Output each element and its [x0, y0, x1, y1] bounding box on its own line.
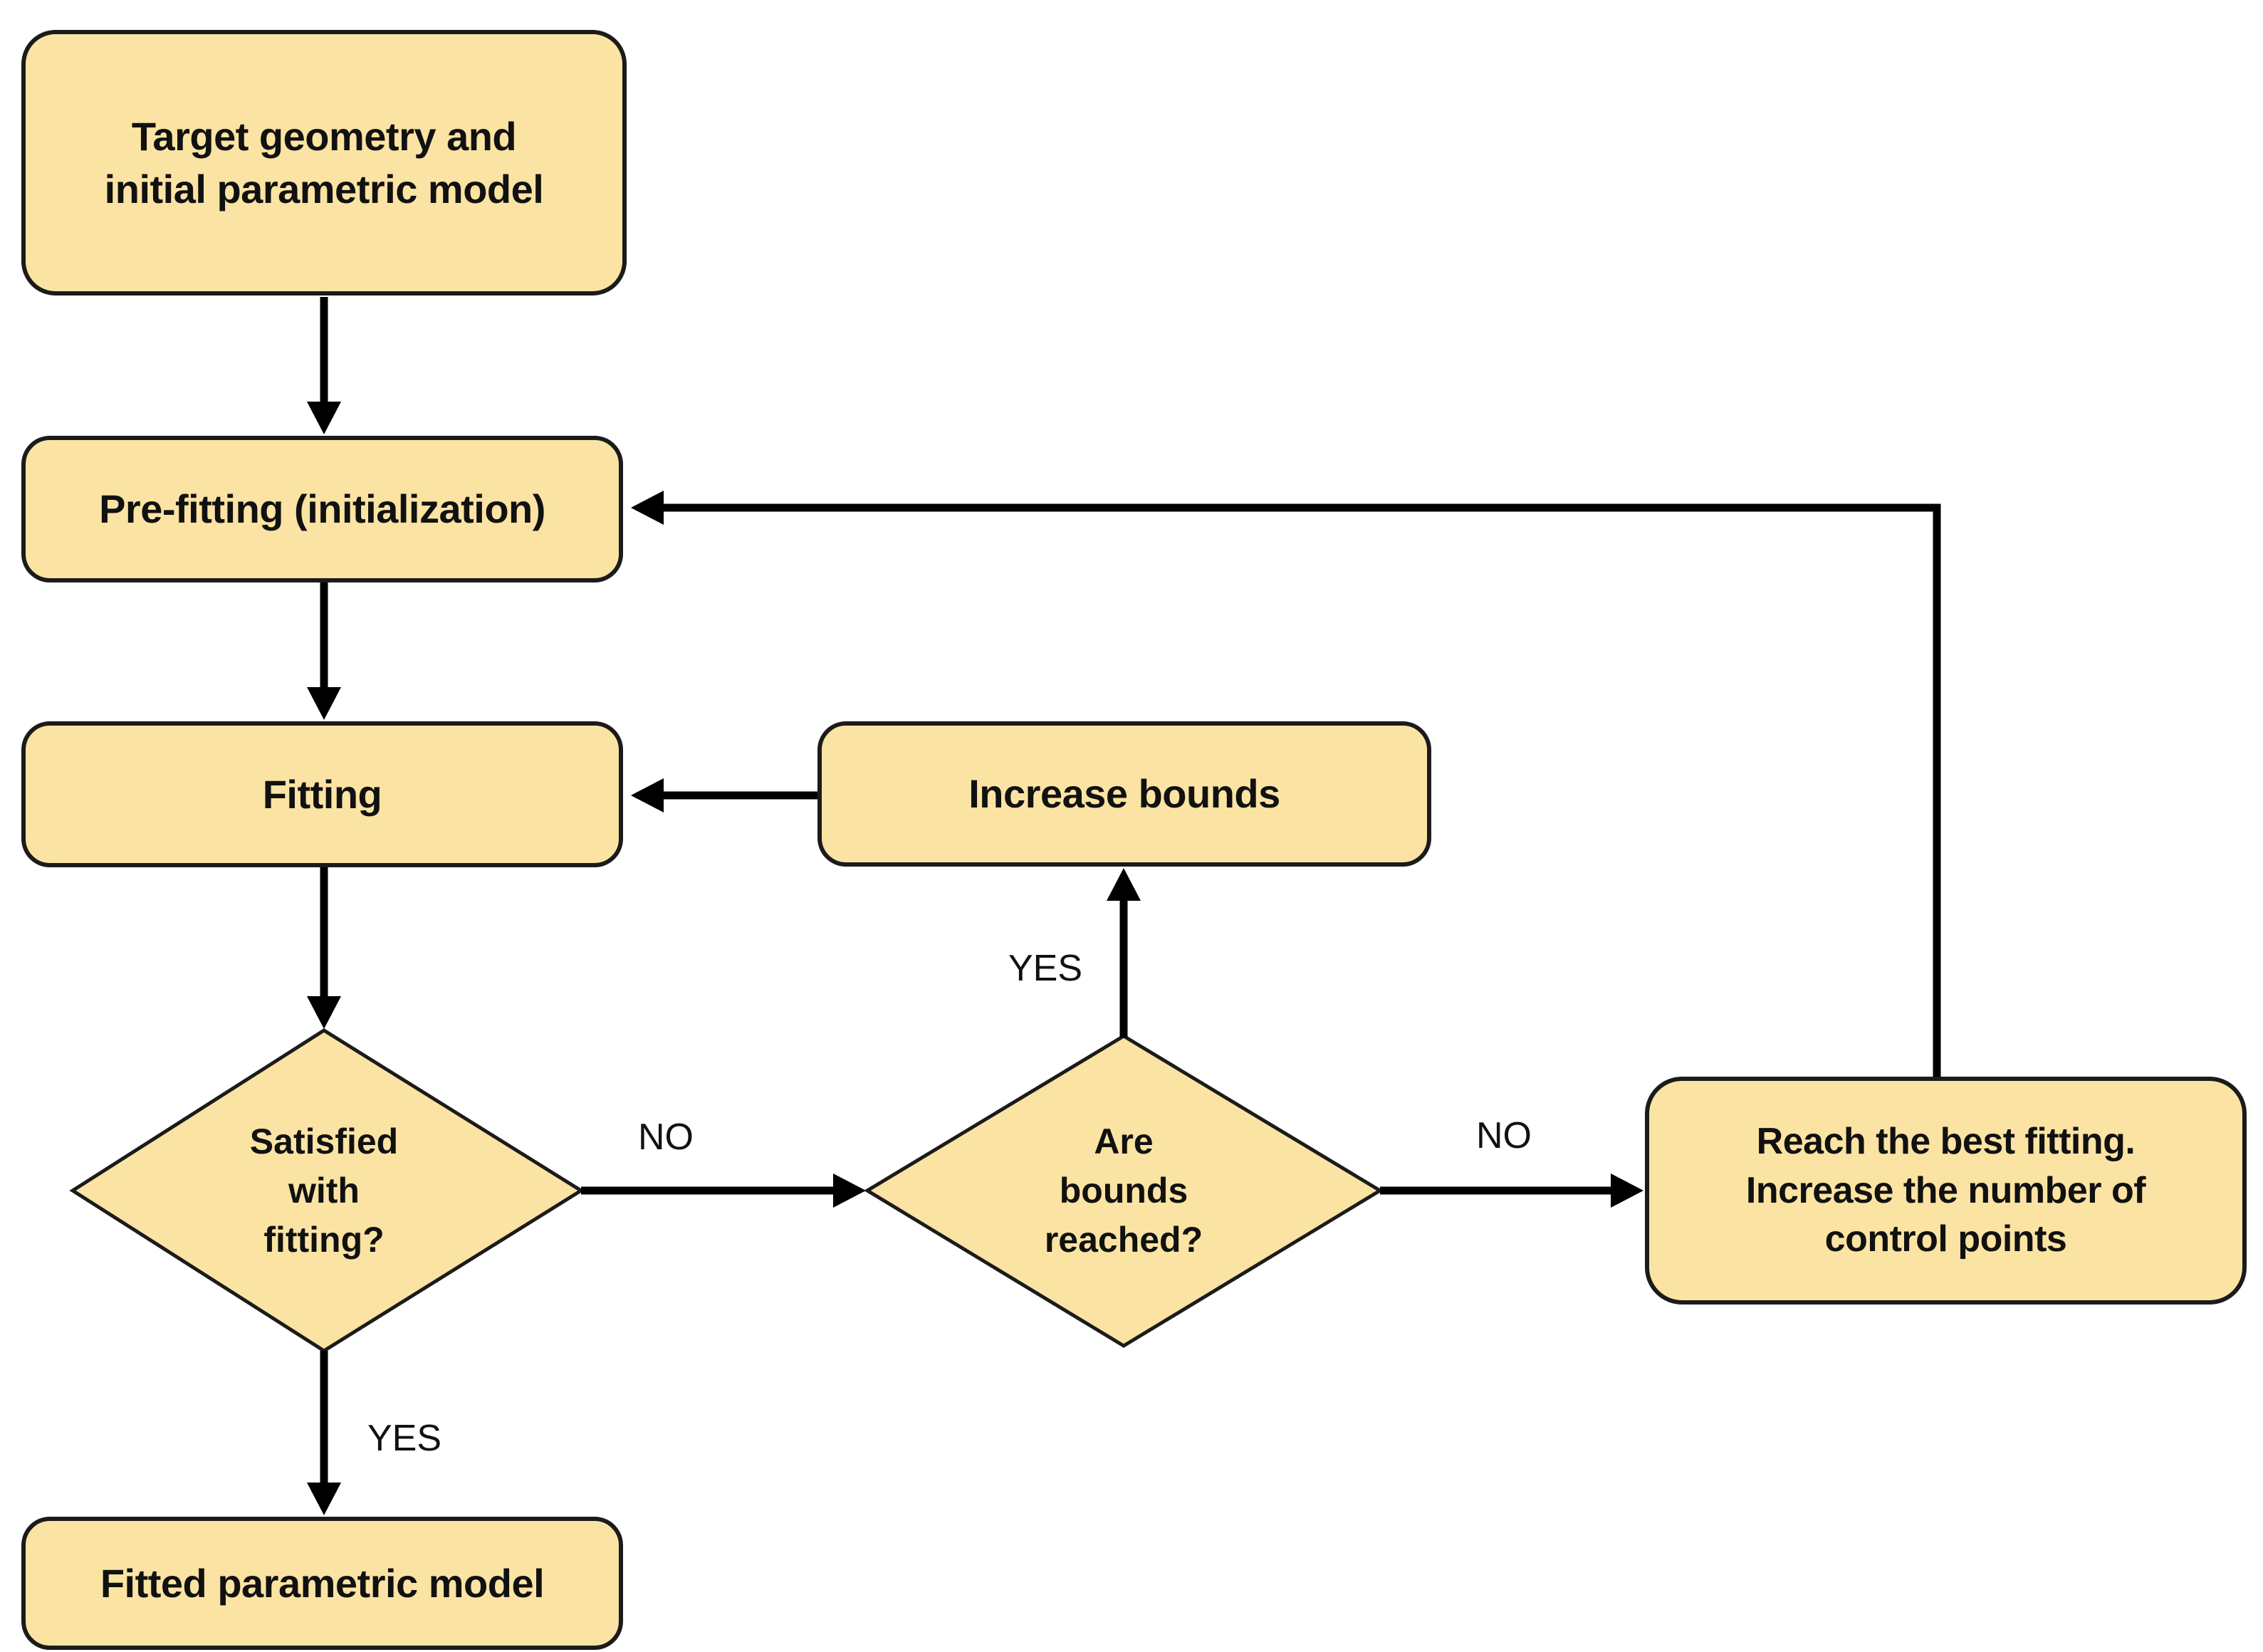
node-target-geometry: Target geometry and initial parametric m…	[21, 30, 627, 296]
edge-label-bounds-no: NO	[1476, 1115, 1532, 1156]
arrowhead-prefitting-to-fitting	[307, 687, 341, 720]
edge-label-satisfied-no: NO	[638, 1117, 694, 1158]
node-reach-best-fitting: Reach the best fitting. Increase the num…	[1645, 1077, 2247, 1305]
node-fitting: Fitting	[21, 721, 623, 867]
arrowhead-fitting-to-satisfied	[307, 996, 341, 1029]
edge-label-satisfied-yes: YES	[367, 1418, 442, 1459]
node-reach-best-line1: Reach the best fitting.	[1756, 1121, 2136, 1163]
node-fitted-model: Fitted parametric model	[21, 1517, 623, 1650]
node-reach-best-line3: control points	[1824, 1218, 2067, 1260]
arrowhead-bounds-yes-to-increase	[1107, 868, 1141, 901]
node-reach-best-line2: Increase the number of	[1745, 1169, 2146, 1211]
edge-reach-loop-to-prefitting	[662, 503, 1941, 1078]
node-prefitting-label: Pre-fitting (initialization)	[99, 486, 545, 532]
node-increase-bounds-label: Increase bounds	[968, 771, 1280, 817]
decision-bounds-shape	[864, 1034, 1384, 1348]
arrowhead-target-to-prefitting	[307, 402, 341, 434]
arrowhead-satisfied-yes-to-fitted	[307, 1483, 341, 1515]
arrowhead-reach-loop-to-prefitting	[631, 491, 664, 525]
arrowhead-increase-to-fitting	[631, 778, 664, 812]
arrowhead-satisfied-no-to-bounds	[833, 1173, 866, 1208]
node-increase-bounds: Increase bounds	[817, 721, 1431, 867]
node-prefitting: Pre-fitting (initialization)	[21, 436, 623, 582]
decision-satisfied-shape	[69, 1028, 585, 1353]
node-fitting-label: Fitting	[262, 771, 382, 817]
arrowhead-bounds-no-to-reach	[1611, 1173, 1643, 1208]
node-target-line1: Target geometry and	[131, 113, 517, 159]
node-fitted-model-label: Fitted parametric model	[100, 1560, 545, 1606]
edge-label-bounds-yes: YES	[1008, 948, 1083, 989]
node-target-line2: initial parametric model	[104, 166, 544, 211]
